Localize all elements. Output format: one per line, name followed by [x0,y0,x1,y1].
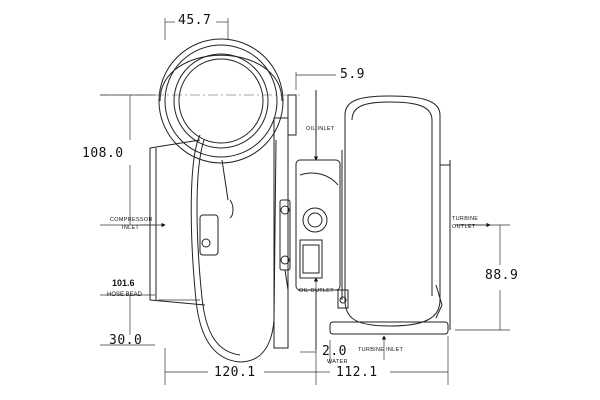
label-oil-outlet: OIL OUTLET [299,288,334,294]
dimension-lines [100,18,510,385]
label-turbine-outlet-line1: TURBINE [452,216,479,222]
compressor-housing [100,38,300,363]
turbine-housing [329,95,451,335]
label-hose-bead: HOSE BEAD [107,292,143,298]
label-water: WATER [327,359,348,365]
dim-108-0: 108.0 [82,146,124,161]
dim-45-7: 45.7 [178,13,212,28]
dim-5-9: 5.9 [340,67,365,82]
dim-30-0: 30.0 [109,333,143,348]
label-oil-inlet: OIL INLET [306,126,335,132]
dim-88-9: 88.9 [485,268,519,283]
dim-2-0: 2.0 [322,344,347,359]
label-turbine-outlet-line2: OUTLET [452,224,476,230]
dim-120-1: 120.1 [214,365,256,380]
dim-112-1: 112.1 [336,365,378,380]
label-turbine-inlet: TURBINE INLET [358,347,404,353]
label-compressor-inlet-line2: INLET [122,225,140,231]
label-compressor-inlet-line1: COMPRESSOR [110,217,153,223]
dim-101-6: 101.6 [112,278,135,288]
